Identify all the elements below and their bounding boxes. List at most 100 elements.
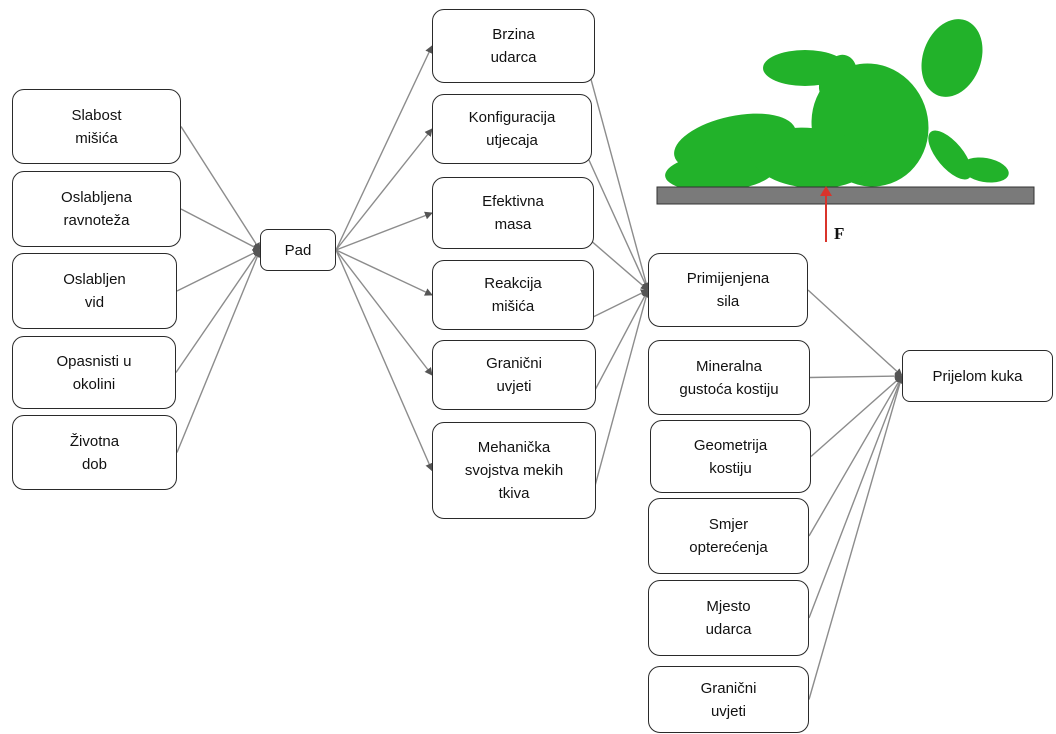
node-granicni-uvjeti-1: Granični uvjeti xyxy=(432,340,596,410)
edge-granicni2-to-prijelom xyxy=(808,375,904,700)
fall-impact-illustration: F xyxy=(656,19,1035,243)
edge-okolina-to-pad xyxy=(175,249,261,373)
node-label: Granični uvjeti xyxy=(701,677,757,723)
node-label-line: mišića xyxy=(75,129,118,147)
node-granicni-uvjeti-2: Granični uvjeti xyxy=(648,666,809,733)
node-label: Reakcija mišića xyxy=(484,272,542,318)
edge-vid-to-pad xyxy=(176,249,261,292)
node-label-line: Geometrija xyxy=(693,436,768,454)
node-label: Oslabljen vid xyxy=(63,268,126,314)
node-label-line: uvjeti xyxy=(496,378,532,395)
node-label: Efektivna masa xyxy=(482,190,544,236)
node-label-line: Pad xyxy=(284,241,312,259)
edge-mehanicka-to-sila xyxy=(589,289,651,505)
node-reakcija-misica: Reakcija mišića xyxy=(432,260,594,330)
node-label: Brzina udarca xyxy=(491,23,537,69)
edge-dob-to-pad xyxy=(176,249,262,453)
node-label-line: Mineralna xyxy=(696,357,762,375)
node-konfiguracija-utjecaja: Konfiguracija utjecaja xyxy=(432,94,592,164)
falling-person-figure xyxy=(665,19,1009,192)
node-mineralna-gustoca-kostiju: Mineralna gustoća kostiju xyxy=(648,340,810,415)
node-slabost-misica: Slabost mišića xyxy=(12,89,181,164)
node-label: Primijenjena sila xyxy=(687,267,770,313)
node-efektivna-masa: Efektivna masa xyxy=(432,177,594,249)
node-label-line: vid xyxy=(84,294,105,311)
node-label-line: okolini xyxy=(72,375,116,393)
node-label-line: udarca xyxy=(490,49,537,66)
node-label: Granični uvjeti xyxy=(486,352,542,398)
node-label-line: Reakcija xyxy=(484,275,542,292)
edge-konfiguracija-to-sila xyxy=(585,153,649,291)
node-label-line: kostiju xyxy=(709,459,752,477)
node-label: Opasnisti u okolini xyxy=(56,350,131,396)
node-label-line: Granični xyxy=(486,355,542,372)
node-label-line: Efektivna xyxy=(482,193,544,210)
node-label-line: gustoća kostiju xyxy=(679,380,779,398)
node-label: Oslabljena ravnoteža xyxy=(61,186,132,232)
node-brzina-udarca: Brzina udarca xyxy=(432,9,595,83)
node-label-line: svojstva mekih xyxy=(464,462,564,479)
node-label: Mjesto udarca xyxy=(706,595,752,641)
force-arrow-head xyxy=(820,186,832,196)
edge-brzina-to-sila xyxy=(588,71,651,291)
node-prijelom-kuka: Prijelom kuka xyxy=(902,350,1053,402)
node-label: Konfiguracija utjecaja xyxy=(469,106,556,152)
node-label-line: uvjeti xyxy=(710,702,746,720)
node-oslabljena-ravnoteza: Oslabljena ravnoteža xyxy=(12,171,181,247)
node-label-line: sila xyxy=(716,293,740,310)
edge-geometrija-to-prijelom xyxy=(810,375,903,458)
node-label-line: Opasnisti u xyxy=(56,352,132,370)
node-label-line: tkiva xyxy=(498,485,530,502)
node-opasnisti-u-okolini: Opasnisti u okolini xyxy=(12,336,176,409)
edge-mjesto-to-prijelom xyxy=(808,375,904,619)
node-zivotna-dob: Životna dob xyxy=(12,415,177,490)
node-pad: Pad xyxy=(260,229,336,271)
node-label-line: Mjesto xyxy=(706,598,751,615)
node-label: Geometrija kostiju xyxy=(694,434,767,480)
node-label-line: Prijelom kuka xyxy=(932,367,1023,385)
edge-ravnoteza-to-pad xyxy=(180,208,261,251)
node-label-line: Slabost xyxy=(71,106,122,124)
node-label-line: udarca xyxy=(705,621,752,638)
edge-pad-to-konfiguracija xyxy=(335,128,433,251)
edge-pad-to-granicni1 xyxy=(335,249,433,376)
force-label-f: F xyxy=(834,224,844,243)
node-label-line: Smjer xyxy=(708,516,749,533)
edge-granicni1-to-sila xyxy=(589,289,649,400)
node-label: Prijelom kuka xyxy=(932,365,1022,388)
floor-slab xyxy=(656,186,1035,205)
node-label-line: masa xyxy=(494,216,532,233)
node-label: Slabost mišića xyxy=(71,104,121,150)
edge-pad-to-masa xyxy=(335,211,433,251)
edge-pad-to-reakcija xyxy=(335,249,433,296)
node-label-line: Brzina xyxy=(492,26,535,43)
node-label: Mineralna gustoća kostiju xyxy=(679,355,778,401)
edge-slabost-to-pad xyxy=(180,126,261,251)
edge-mineralna-to-prijelom xyxy=(809,372,903,381)
node-label-line: mišića xyxy=(491,298,535,315)
node-label-line: Granični xyxy=(700,679,757,697)
node-geometrija-kostiju: Geometrija kostiju xyxy=(650,420,811,493)
node-label-line: Životna xyxy=(69,432,120,450)
node-label-line: dob xyxy=(81,455,107,473)
node-label-line: Oslabljen xyxy=(63,271,126,288)
node-label: Životna dob xyxy=(70,430,119,476)
node-label-line: utjecaja xyxy=(486,132,538,149)
node-mjesto-udarca: Mjesto udarca xyxy=(648,580,809,656)
node-label-line: Primijenjena xyxy=(686,270,770,287)
edge-sila-to-prijelom xyxy=(807,289,903,377)
edge-smjer-to-prijelom xyxy=(808,375,903,537)
edge-pad-to-brzina xyxy=(335,45,433,251)
edge-reakcija-to-sila xyxy=(587,289,649,321)
node-label-line: ravnoteža xyxy=(63,212,130,229)
node-label-line: Oslabljena xyxy=(61,189,132,206)
node-oslabljen-vid: Oslabljen vid xyxy=(12,253,177,329)
node-label-line: Konfiguracija xyxy=(468,109,556,126)
edge-masa-to-sila xyxy=(587,237,649,291)
node-primijenjena-sila: Primijenjena sila xyxy=(648,253,808,327)
